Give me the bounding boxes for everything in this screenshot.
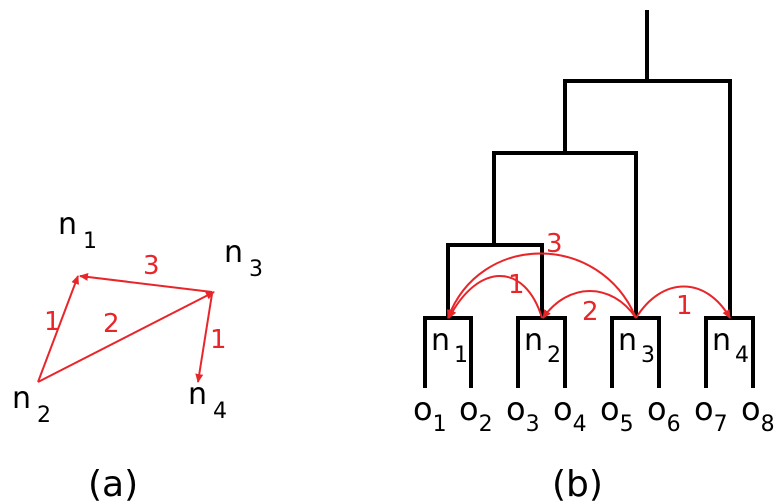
node-letter: n [224,235,243,270]
leaf-subscript: 1 [433,412,447,437]
node-subscript: 3 [249,257,263,282]
weight-label-n3-n2: 2 [582,297,599,327]
leaf-label-o6: o6 [647,390,681,437]
node-letter: n [712,323,731,358]
leaf-subscript: 5 [620,412,634,437]
node-letter: n [431,323,450,358]
leaf-letter: o [506,390,526,428]
edge-n2-n1 [448,275,543,319]
node-subscript: 4 [735,343,749,368]
node-subscript: 1 [83,229,97,254]
leaf-letter: o [741,390,761,428]
leaf-label-o2: o2 [459,390,493,437]
caption-b: (b) [552,464,603,504]
dendrogram [423,10,755,388]
caption-a: (a) [88,464,138,504]
merge-n1-n2 [446,243,544,320]
leaf-label-o3: o3 [506,390,540,437]
weight-label-n3-n4: 1 [210,325,227,355]
leaf-subscript: 7 [714,412,728,437]
leaf-subscript: 3 [526,412,540,437]
weight-label-n2-n1: 1 [44,307,61,337]
edge-n2-n3 [37,291,215,383]
leaf-label-o8: o8 [741,390,775,437]
leaf-label-o4: o4 [553,390,587,437]
leaf-subscript: 6 [667,412,681,437]
leaf-label-o1: o1 [413,390,447,437]
leaf-letter: o [553,390,573,428]
node-subscript: 2 [547,343,561,368]
weight-label-n2-n3: 2 [103,309,120,339]
node-subscript: 3 [641,343,655,368]
edge-n2-n1 [37,275,79,383]
leaf-letter: o [413,390,433,428]
node-subscript: 4 [213,399,227,424]
node-letter: n [188,377,207,412]
weight-label-n3-n1: 3 [546,229,563,259]
leaf-subscript: 2 [479,412,493,437]
node-letter: n [618,323,637,358]
leaf-subscript: 8 [761,412,775,437]
merge-n123-n4 [563,79,732,320]
node-subscript: 2 [37,403,51,428]
leaf-label-o5: o5 [600,390,634,437]
leaf-letter: o [694,390,714,428]
edge-n3-n1 [79,272,213,293]
node-subscript: 1 [454,343,468,368]
weight-label-n2-n1: 1 [508,270,525,300]
node-letter: n [12,381,31,416]
leaf-letter: o [459,390,479,428]
leaf-subscript: 4 [573,412,587,437]
edge-n3-n4 [195,293,213,383]
leaf-letter: o [647,390,667,428]
leaf-letter: o [600,390,620,428]
node-letter: n [58,207,77,242]
node-letter: n [524,323,543,358]
edge-n3-n1 [447,252,637,319]
edge-n3-n2 [542,290,637,319]
weight-label-n3-n1: 3 [143,251,160,281]
weight-label-n3-n4: 1 [676,291,693,321]
edge-n3-n4 [635,285,731,319]
leaf-label-o7: o7 [694,390,728,437]
